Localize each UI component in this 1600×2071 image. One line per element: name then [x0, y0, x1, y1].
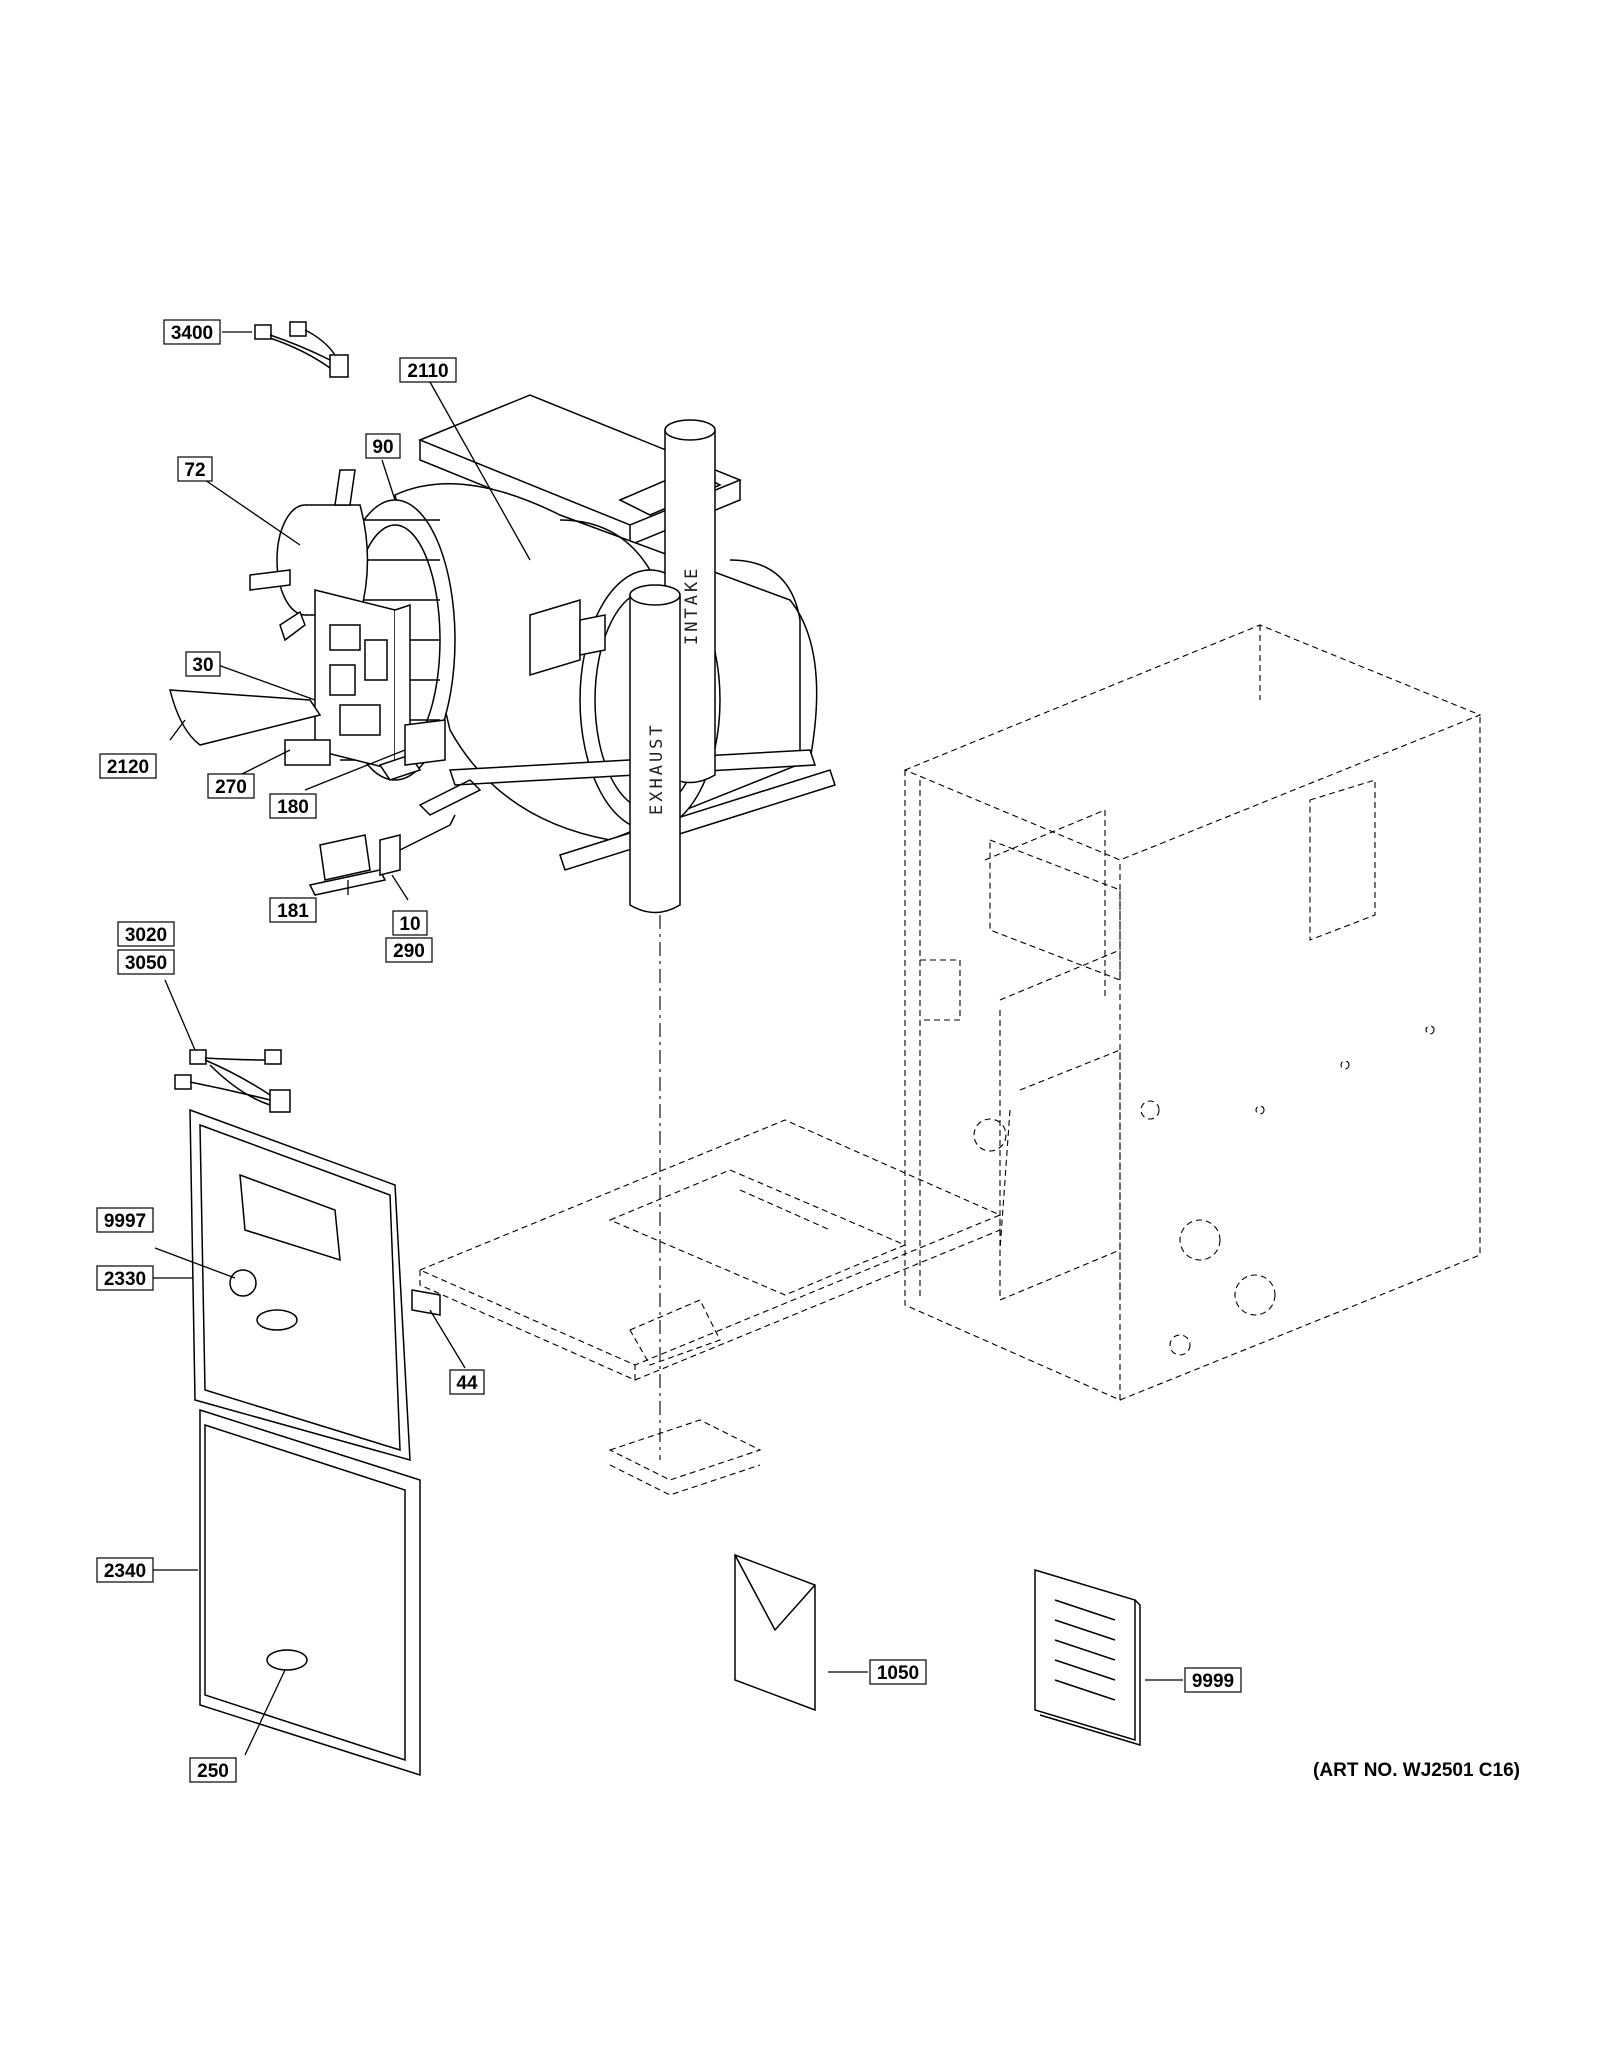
art-number: (ART NO. WJ2501 C16) [1313, 1760, 1520, 1781]
callout-3020: 3020 [117, 921, 175, 947]
exhaust-pipe: EXHAUST [629, 584, 681, 914]
svg-text:180: 180 [277, 797, 309, 818]
callout-10: 10 [392, 910, 428, 936]
svg-text:9997: 9997 [104, 1211, 146, 1232]
callout-2110: 2110 [399, 357, 457, 383]
svg-text:72: 72 [184, 460, 205, 481]
callout-2120: 2120 [99, 753, 157, 779]
wiring-shield [169, 689, 446, 766]
svg-text:3050: 3050 [125, 953, 167, 974]
lower-door-panel [199, 1408, 421, 1777]
svg-text:44: 44 [456, 1373, 478, 1394]
callout-1050: 1050 [869, 1659, 927, 1685]
svg-text:270: 270 [215, 777, 247, 798]
limit-bracket [411, 1289, 441, 1316]
svg-text:290: 290 [393, 941, 425, 962]
svg-text:2330: 2330 [104, 1269, 146, 1290]
upper-door-panel [189, 1108, 411, 1462]
furnace-cabinet [903, 624, 1482, 1401]
svg-text:10: 10 [399, 914, 420, 935]
intake-label: INTAKE [682, 566, 702, 645]
callout-180: 180 [269, 793, 317, 819]
callout-270: 270 [207, 773, 255, 799]
svg-text:181: 181 [277, 901, 309, 922]
callout-9999: 9999 [1184, 1667, 1242, 1693]
control-board [314, 589, 422, 781]
literature-envelope [734, 1553, 816, 1712]
wire-harness-top [254, 321, 349, 378]
callout-44: 44 [449, 1369, 485, 1395]
callout-3400: 3400 [163, 319, 221, 345]
svg-text:3400: 3400 [171, 323, 213, 344]
exhaust-label: EXHAUST [647, 722, 667, 815]
svg-text:2110: 2110 [407, 361, 448, 382]
svg-text:90: 90 [372, 437, 393, 458]
installation-manual [1034, 1568, 1141, 1747]
sensor-bracket [379, 814, 456, 876]
callout-250: 250 [189, 1757, 237, 1783]
callout-2340: 2340 [96, 1557, 154, 1583]
callout-3050: 3050 [117, 949, 175, 975]
wire-harness-main [174, 1049, 291, 1113]
callout-2330: 2330 [96, 1265, 154, 1291]
svg-text:1050: 1050 [877, 1663, 919, 1684]
callout-290: 290 [385, 937, 433, 963]
svg-text:2340: 2340 [104, 1561, 146, 1582]
callout-30: 30 [185, 651, 221, 677]
callout-90: 90 [365, 433, 401, 459]
svg-text:30: 30 [192, 655, 213, 676]
callout-181: 181 [269, 897, 317, 923]
svg-text:2120: 2120 [107, 757, 149, 778]
base-plate [418, 1119, 1002, 1496]
callout-72: 72 [177, 456, 213, 482]
svg-text:3020: 3020 [125, 925, 167, 946]
svg-text:9999: 9999 [1192, 1671, 1234, 1692]
callout-9997: 9997 [96, 1207, 154, 1233]
svg-text:250: 250 [197, 1761, 229, 1782]
leader-lines [153, 331, 1183, 1756]
